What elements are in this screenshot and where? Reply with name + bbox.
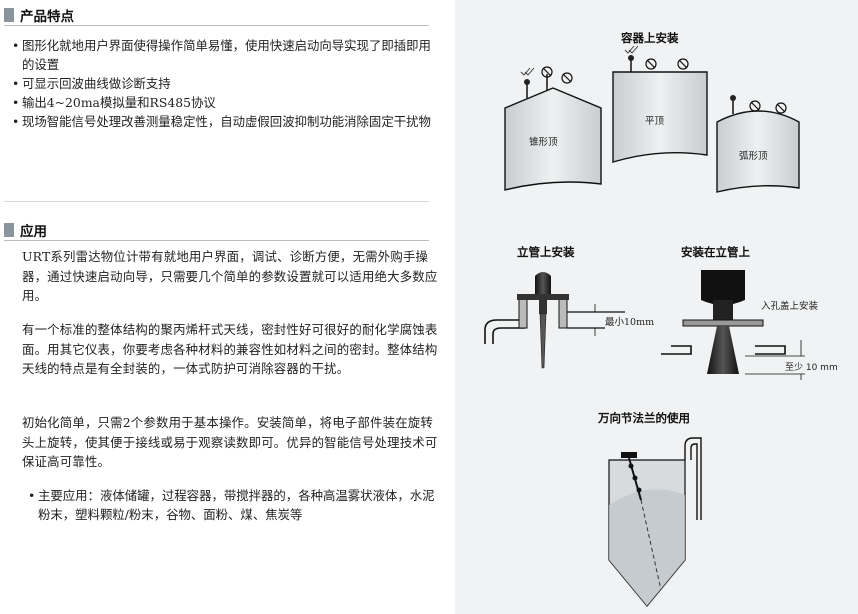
features-item: 可显示回波曲线做诊断支持 bbox=[12, 74, 437, 93]
features-item: 图形化就地用户界面使得操作简单易懂，使用快速启动向导实现了即插即用的设置 bbox=[12, 36, 437, 74]
flat-top-label: 平顶 bbox=[645, 116, 665, 127]
features-item: 输出4~20ma模拟量和RS485协议 bbox=[12, 93, 437, 112]
standpipe-diagram bbox=[484, 272, 625, 369]
features-item: 现场智能信号处理改善测量稳定性，自动虚假回波抑制功能消除固定干扰物 bbox=[12, 112, 437, 131]
nozzle-label: 入孔盖上安装 bbox=[761, 301, 819, 312]
installation-diagrams bbox=[484, 45, 805, 607]
application-paragraph: URT系列雷达物位计带有就地用户界面，调试、诊断方便，无需外购手操器，通过快速启… bbox=[22, 249, 438, 303]
section-divider bbox=[4, 201, 429, 202]
features-title: 产品特点 bbox=[20, 9, 74, 25]
application-heading: 应用 bbox=[4, 221, 47, 240]
section-marker bbox=[4, 223, 14, 237]
flat-top-tank bbox=[612, 45, 708, 163]
section-divider bbox=[4, 25, 429, 26]
arc-top-label: 弧形顶 bbox=[739, 151, 768, 162]
arc-top-tank bbox=[716, 95, 800, 193]
main-use-list: 主要应用：液体储罐，过程容器，带搅拌器的，各种高温雾状液体，水泥粉末，塑料颗粒/… bbox=[28, 486, 443, 524]
flange-title: 万向节法兰的使用 bbox=[598, 411, 690, 425]
standpipe-dimension: 最小10mm bbox=[605, 317, 655, 328]
application-title: 应用 bbox=[20, 224, 47, 240]
section-divider bbox=[4, 240, 429, 241]
cone-top-label: 锥形顶 bbox=[529, 137, 558, 148]
application-paragraph: 初始化简单，只需2个参数用于基本操作。安装简单，将电子部件装在旋转头上旋转，使其… bbox=[22, 415, 438, 469]
on-standpipe-diagram bbox=[661, 270, 805, 380]
features-list: 图形化就地用户界面使得操作简单易懂，使用快速启动向导实现了即插即用的设置 可显示… bbox=[12, 36, 437, 131]
diagram-panel: 容器上安装 bbox=[455, 0, 858, 614]
standpipe-title: 立管上安装 bbox=[517, 245, 575, 259]
universal-flange-diagram bbox=[608, 437, 702, 607]
text-column: 产品特点 图形化就地用户界面使得操作简单易懂，使用快速启动向导实现了即插即用的设… bbox=[0, 0, 455, 614]
features-heading: 产品特点 bbox=[4, 6, 74, 25]
on-standpipe-title: 安装在立管上 bbox=[681, 245, 750, 259]
on-standpipe-dimension: 至少 10 mm bbox=[785, 363, 838, 373]
application-paragraph: 有一个标准的整体结构的聚丙烯杆式天线，密封性好可很好的耐化学腐蚀表面。用其它仪表… bbox=[22, 322, 438, 376]
section-marker bbox=[4, 8, 14, 22]
main-use-item: 主要应用：液体储罐，过程容器，带搅拌器的，各种高温雾状液体，水泥粉末，塑料颗粒/… bbox=[28, 486, 443, 524]
cone-top-tank bbox=[504, 66, 602, 191]
vessel-title: 容器上安装 bbox=[621, 31, 679, 45]
